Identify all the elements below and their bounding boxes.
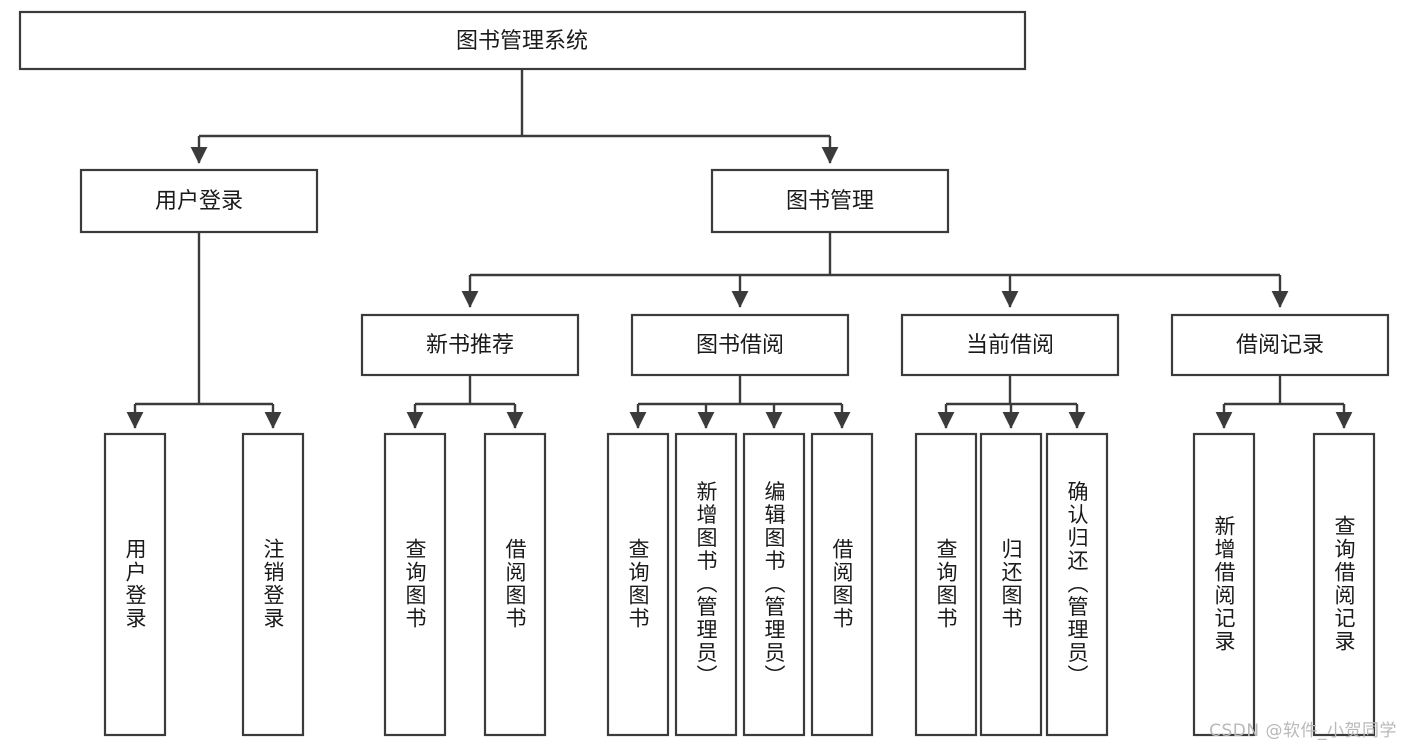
connector-bookmgmt-to-level3 [461, 232, 1289, 308]
leaf-borrowrecord-query-record[interactable]: 查询借阅记录 [1312, 432, 1376, 737]
leaf-newbook-query-books-label: 查询图书 [403, 538, 427, 630]
node-user-login[interactable]: 用户登录 [79, 168, 319, 234]
leaf-newbook-borrow-books[interactable]: 借阅图书 [483, 432, 547, 737]
connector-root-to-level2 [190, 69, 839, 164]
node-book-management[interactable]: 图书管理 [710, 168, 950, 234]
leaf-newbook-borrow-books-label: 借阅图书 [503, 538, 527, 630]
node-book-borrow[interactable]: 图书借阅 [630, 313, 850, 377]
connector-userlogin-to-leaves [126, 232, 282, 429]
node-user-login-label: 用户登录 [155, 189, 243, 214]
connector-bookborrow-to-leaves [629, 375, 851, 429]
node-current-borrow[interactable]: 当前借阅 [900, 313, 1120, 377]
node-root-book-management-system[interactable]: 图书管理系统 [18, 10, 1027, 71]
leaf-user-login-signin[interactable]: 用户登录 [103, 432, 167, 737]
leaf-bookborrow-add-book-admin[interactable]: 新增图书（管理员） [674, 432, 738, 737]
leaf-borrowrecord-query-record-label: 查询借阅记录 [1332, 515, 1356, 653]
leaf-borrowrecord-add-record-label: 新增借阅记录 [1212, 515, 1236, 653]
leaf-newbook-query-books[interactable]: 查询图书 [383, 432, 447, 737]
leaf-bookborrow-edit-book-admin[interactable]: 编辑图书（管理员） [742, 432, 806, 737]
node-borrow-record-label: 借阅记录 [1236, 333, 1324, 358]
leaf-currentborrow-query-books[interactable]: 查询图书 [914, 432, 978, 737]
node-root-label: 图书管理系统 [456, 29, 588, 54]
node-borrow-record[interactable]: 借阅记录 [1170, 313, 1390, 377]
leaf-currentborrow-return-books[interactable]: 归还图书 [979, 432, 1043, 737]
leaf-bookborrow-add-book-admin-label: 新增图书（管理员） [694, 481, 718, 688]
leaf-user-login-signin-label: 用户登录 [123, 538, 147, 630]
leaf-bookborrow-borrow-books[interactable]: 借阅图书 [810, 432, 874, 737]
leaf-bookborrow-borrow-books-label: 借阅图书 [830, 538, 854, 630]
leaf-currentborrow-return-books-label: 归还图书 [999, 538, 1023, 630]
leaf-currentborrow-query-books-label: 查询图书 [934, 538, 958, 630]
node-new-book-recommend-label: 新书推荐 [426, 333, 514, 358]
node-new-book-recommend[interactable]: 新书推荐 [360, 313, 580, 377]
connector-newbook-to-leaves [406, 375, 524, 429]
leaf-borrowrecord-add-record[interactable]: 新增借阅记录 [1192, 432, 1256, 737]
node-current-borrow-label: 当前借阅 [966, 333, 1054, 358]
connector-currentborrow-to-leaves [937, 375, 1086, 429]
leaf-bookborrow-edit-book-admin-label: 编辑图书（管理员） [762, 481, 786, 688]
leaf-user-login-signout-label: 注销登录 [261, 538, 285, 630]
leaf-bookborrow-query-books-label: 查询图书 [626, 538, 650, 630]
node-book-borrow-label: 图书借阅 [696, 333, 784, 358]
leaf-user-login-signout[interactable]: 注销登录 [241, 432, 305, 737]
leaf-bookborrow-query-books[interactable]: 查询图书 [606, 432, 670, 737]
node-book-management-label: 图书管理 [786, 189, 874, 214]
connector-borrowrecord-to-leaves [1215, 375, 1353, 429]
leaf-currentborrow-confirm-return-admin-label: 确认归还（管理员） [1065, 481, 1089, 688]
leaf-currentborrow-confirm-return-admin[interactable]: 确认归还（管理员） [1045, 432, 1109, 737]
